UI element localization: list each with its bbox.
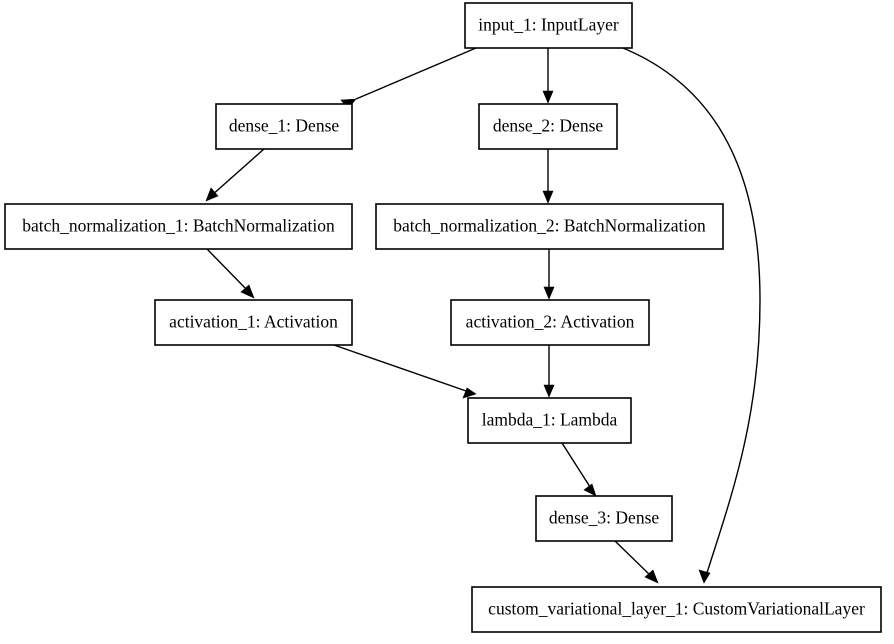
node-batch_normalization_1[interactable]: batch_normalization_1: BatchNormalizatio… (4, 203, 353, 250)
node-input_1[interactable]: input_1: InputLayer (464, 2, 633, 49)
edge-activation_2-to-lambda_1 (543, 345, 555, 398)
node-label: batch_normalization_2: BatchNormalizatio… (393, 216, 706, 236)
node-dense_3[interactable]: dense_3: Dense (535, 495, 673, 542)
edge-input_1-to-custom_variational_layer_1 (622, 47, 761, 584)
node-label: activation_2: Activation (466, 312, 635, 332)
edge-activation_1-to-lambda_1 (333, 344, 477, 399)
edge-dense_3-to-custom_variational_layer_1 (614, 540, 659, 584)
arrowhead-icon (542, 90, 554, 104)
edge-input_1-to-dense_1 (340, 47, 477, 110)
arrowhead-icon (462, 387, 477, 399)
node-box[interactable] (464, 2, 633, 49)
node-box[interactable] (535, 495, 673, 542)
node-box[interactable] (4, 203, 353, 250)
node-label: dense_2: Dense (493, 116, 604, 136)
arrowhead-icon (644, 569, 659, 584)
edge-line (206, 248, 250, 293)
node-label: batch_normalization_1: BatchNormalizatio… (22, 216, 335, 236)
node-box[interactable] (478, 103, 618, 150)
node-label: dense_3: Dense (549, 508, 660, 528)
edge-dense_1-to-batch_normalization_1 (205, 148, 265, 202)
node-activation_1[interactable]: activation_1: Activation (154, 299, 353, 346)
arrowhead-icon (543, 286, 555, 300)
node-label: activation_1: Activation (169, 312, 338, 332)
edge-line (210, 148, 265, 197)
node-label: lambda_1: Lambda (482, 410, 618, 430)
node-box[interactable] (375, 203, 724, 250)
node-box[interactable] (215, 103, 353, 150)
edge-batch_normalization_2-to-activation_2 (543, 249, 555, 300)
node-custom_variational_layer_1[interactable]: custom_variational_layer_1: CustomVariat… (471, 586, 882, 633)
node-box[interactable] (467, 397, 632, 444)
edge-line (333, 344, 470, 393)
edge-batch_normalization_1-to-activation_1 (206, 248, 255, 299)
edge-lambda_1-to-dense_3 (561, 442, 597, 497)
arrowhead-icon (240, 284, 255, 299)
node-activation_2[interactable]: activation_2: Activation (450, 299, 650, 346)
arrowhead-icon (583, 483, 597, 497)
node-box[interactable] (471, 586, 882, 633)
arrowhead-icon (698, 569, 711, 584)
node-dense_1[interactable]: dense_1: Dense (215, 103, 353, 150)
node-lambda_1[interactable]: lambda_1: Lambda (467, 397, 632, 444)
node-dense_2[interactable]: dense_2: Dense (478, 103, 618, 150)
node-batch_normalization_2[interactable]: batch_normalization_2: BatchNormalizatio… (375, 203, 724, 250)
edge-line (355, 47, 477, 100)
nodes-layer: input_1: InputLayer dense_1: Dense dense_2… (4, 2, 882, 633)
node-box[interactable] (450, 299, 650, 346)
node-box[interactable] (154, 299, 353, 346)
edge-line (561, 442, 593, 491)
edge-line (622, 47, 761, 577)
arrowhead-icon (205, 187, 219, 202)
arrowhead-icon (543, 384, 555, 398)
node-label: custom_variational_layer_1: CustomVariat… (488, 599, 865, 619)
edges-layer (205, 47, 761, 584)
edge-dense_2-to-batch_normalization_2 (542, 149, 554, 204)
edge-line (614, 540, 653, 578)
edge-input_1-to-dense_2 (542, 48, 554, 104)
node-label: input_1: InputLayer (478, 15, 619, 35)
node-label: dense_1: Dense (229, 116, 340, 136)
arrowhead-icon (542, 190, 554, 204)
